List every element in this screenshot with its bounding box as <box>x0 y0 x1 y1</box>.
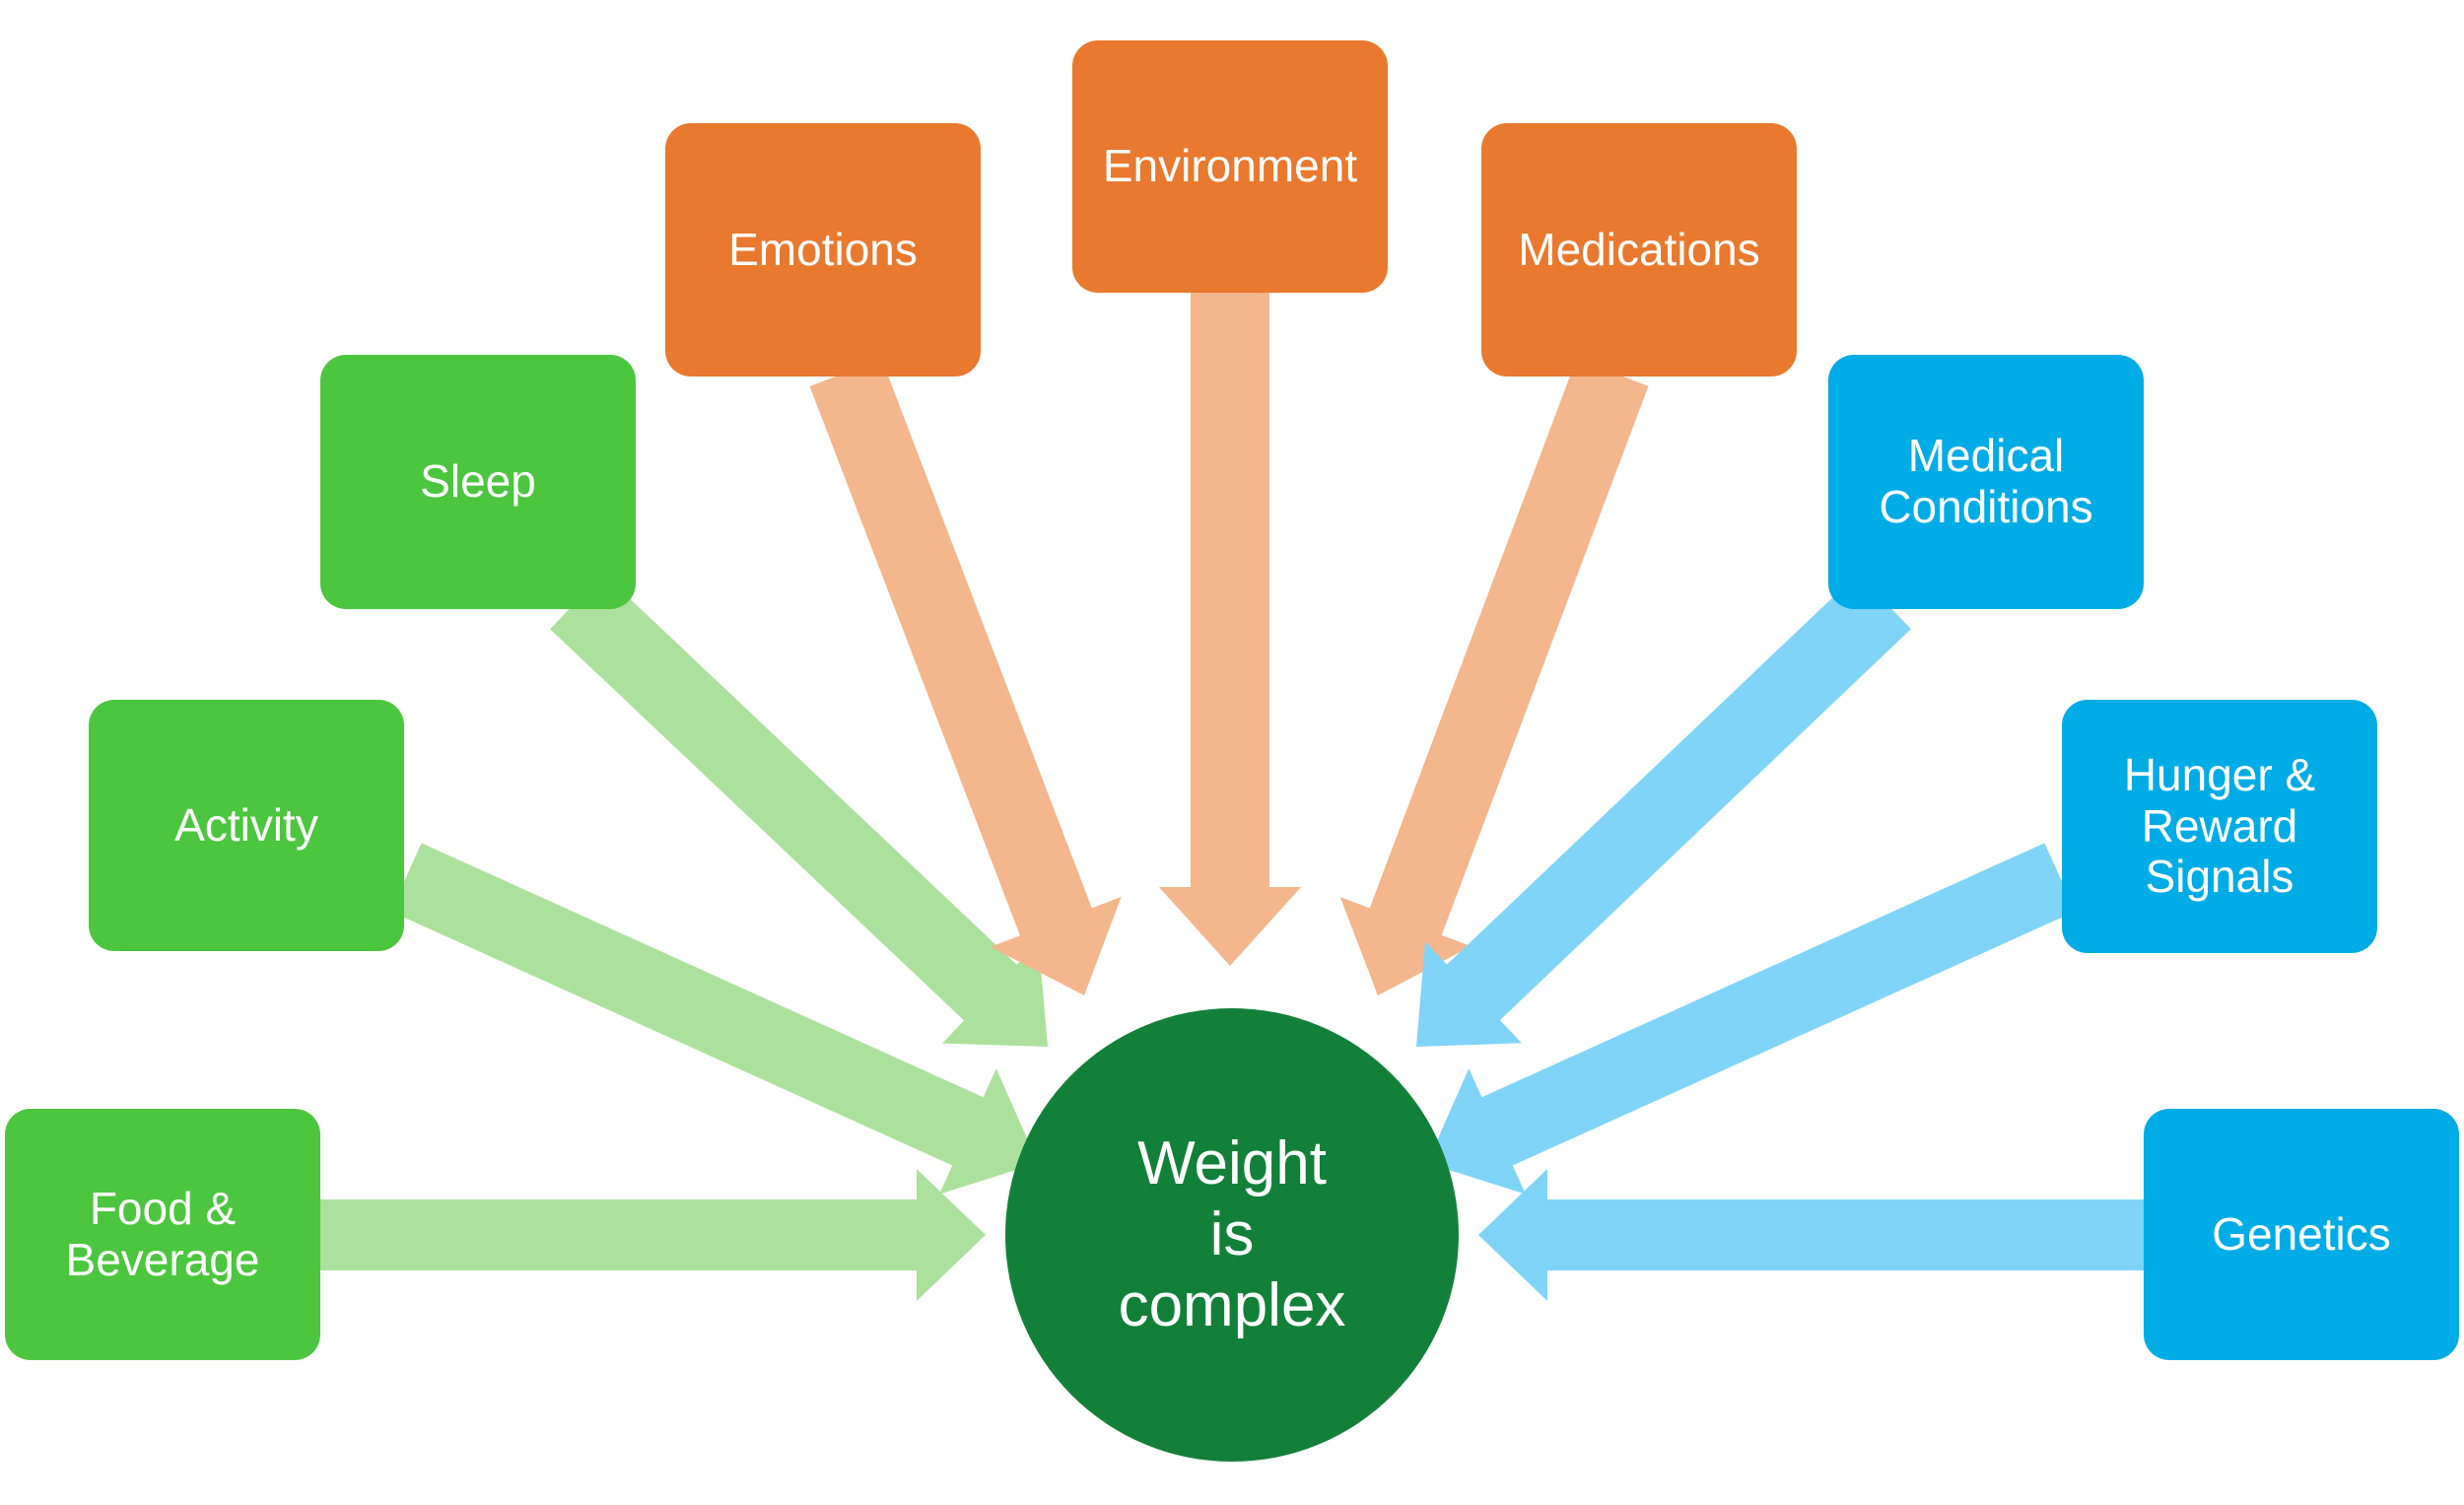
node-activity[interactable]: Activity <box>89 700 404 951</box>
arrow-hunger-reward-signals <box>1427 843 2076 1195</box>
arrow-medications <box>1339 359 1649 995</box>
node-environment[interactable]: Environment <box>1072 40 1388 293</box>
node-genetics[interactable]: Genetics <box>2144 1109 2459 1360</box>
arrow-environment <box>1159 288 1301 966</box>
arrow-activity <box>390 843 1039 1195</box>
node-medical-conditions[interactable]: Medical Conditions <box>1828 355 2144 609</box>
node-medications[interactable]: Medications <box>1481 123 1797 376</box>
arrow-genetics <box>1478 1169 2147 1301</box>
node-hunger-reward-signals[interactable]: Hunger & Reward Signals <box>2062 700 2377 953</box>
center-node-weight-is-complex[interactable]: Weight is complex <box>1005 1008 1459 1462</box>
node-sleep[interactable]: Sleep <box>320 355 636 609</box>
node-emotions[interactable]: Emotions <box>665 123 981 376</box>
arrow-medical-conditions <box>1416 573 1911 1047</box>
arrow-sleep <box>550 573 1048 1047</box>
node-food-beverage[interactable]: Food & Beverage <box>5 1109 320 1360</box>
arrow-food-beverage <box>320 1169 986 1301</box>
arrow-emotions <box>809 359 1122 995</box>
